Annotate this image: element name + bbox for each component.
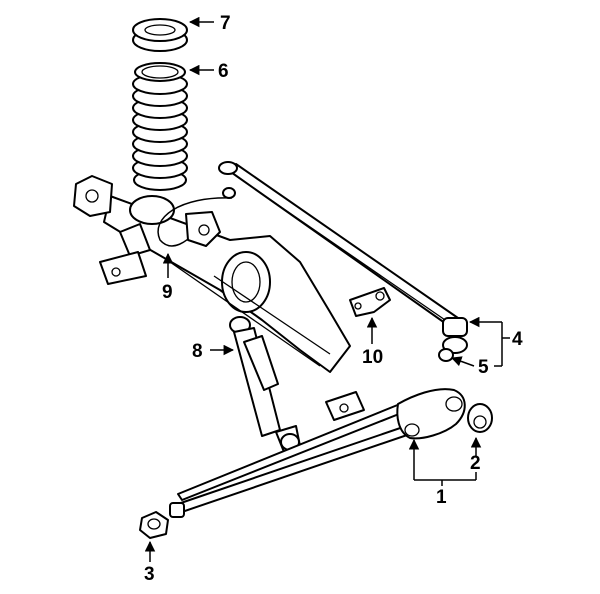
bushing-2 xyxy=(467,403,493,433)
leader-lines xyxy=(144,16,510,562)
spring-seat xyxy=(132,18,188,52)
callout-6: 6 xyxy=(218,61,229,82)
callout-5: 5 xyxy=(478,357,489,378)
bushing-3 xyxy=(139,511,169,539)
callout-2: 2 xyxy=(470,453,481,474)
lower-mount-bracket xyxy=(325,391,365,421)
callout-10: 10 xyxy=(362,347,383,368)
trailing-arm xyxy=(169,388,466,518)
callout-4: 4 xyxy=(512,329,523,350)
coil-spring xyxy=(132,62,188,191)
callout-8: 8 xyxy=(192,341,203,362)
brake-hose xyxy=(157,197,233,247)
callout-3: 3 xyxy=(144,564,155,585)
callout-7: 7 xyxy=(220,13,231,34)
bracket xyxy=(349,287,391,317)
lateral-rod xyxy=(218,161,468,362)
shock-absorber xyxy=(229,316,301,453)
lower-bracket-left xyxy=(99,251,147,285)
callout-1: 1 xyxy=(436,487,447,508)
callout-9: 9 xyxy=(162,282,173,303)
